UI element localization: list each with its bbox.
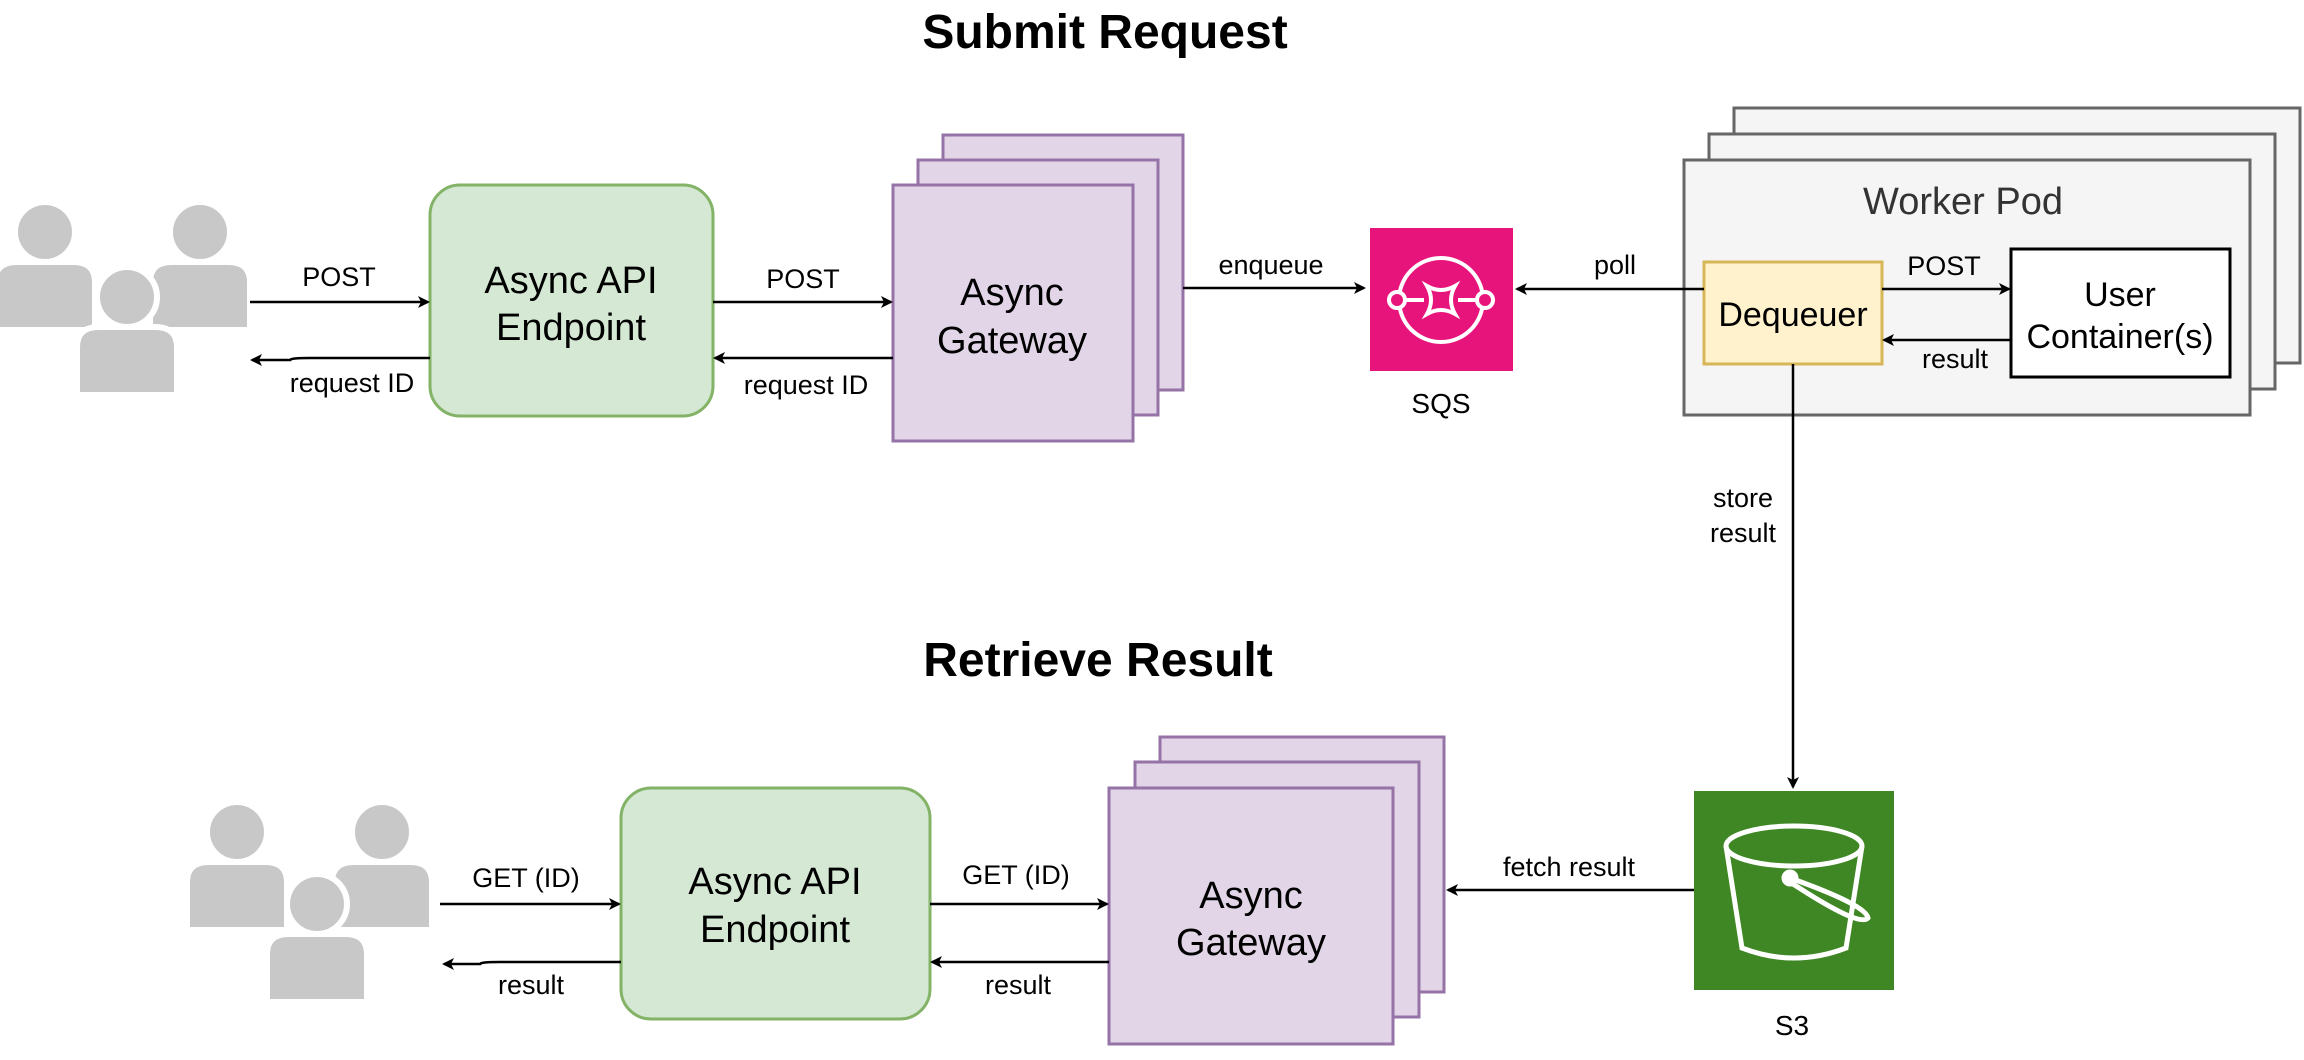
svg-text:store: store — [1713, 483, 1773, 513]
s3-bucket[interactable]: S3 — [1694, 791, 1894, 1041]
endpoint-label-line1: Async API — [688, 861, 861, 903]
users-icon — [0, 202, 250, 395]
edge-users-to-endpoint: POST — [250, 262, 430, 308]
svg-text:fetch result: fetch result — [1503, 852, 1636, 882]
edge-gateway-to-sqs: enqueue — [1183, 250, 1366, 294]
edge-users-to-endpoint: GET (ID) — [440, 863, 621, 910]
sqs-queue[interactable]: SQS — [1370, 228, 1513, 419]
svg-text:poll: poll — [1594, 250, 1636, 280]
svg-text:request ID: request ID — [744, 370, 869, 400]
users-icon — [187, 802, 432, 1002]
user-container-label-line1: User — [2084, 276, 2156, 314]
worker-pod[interactable]: Worker Pod Dequeuer User Container(s) PO… — [1682, 106, 2302, 417]
svg-text:POST: POST — [1907, 251, 1981, 281]
edge-container-to-dequeuer: result — [1882, 334, 2011, 374]
edge-endpoint-to-users: request ID — [250, 354, 430, 398]
async-api-endpoint[interactable]: Async API Endpoint — [619, 786, 932, 1021]
svg-text:GET (ID): GET (ID) — [962, 860, 1070, 890]
user-container-label-line2: Container(s) — [2026, 318, 2213, 356]
gateway-label-line1: Async — [960, 272, 1063, 314]
async-gateway[interactable]: Async Gateway — [1107, 735, 1446, 1046]
s3-bucket-icon — [1723, 823, 1871, 961]
s3-label: S3 — [1775, 1010, 1809, 1041]
edge-endpoint-to-gateway: POST — [713, 264, 893, 308]
dequeuer-label: Dequeuer — [1718, 296, 1867, 334]
edge-gateway-to-endpoint: request ID — [713, 352, 893, 400]
gateway-label-line1: Async — [1199, 875, 1302, 917]
edge-endpoint-to-users: result — [442, 958, 621, 1000]
submit-request-title: Submit Request — [922, 6, 1287, 59]
svg-text:result: result — [498, 970, 565, 1000]
svg-text:result: result — [985, 970, 1052, 1000]
edge-s3-to-gateway: fetch result — [1446, 852, 1694, 896]
user-containers[interactable]: User Container(s) — [2009, 247, 2232, 379]
edge-gateway-to-endpoint: result — [930, 956, 1109, 1000]
edge-dequeuer-to-s3: store result — [1696, 364, 1799, 789]
sqs-label: SQS — [1411, 388, 1470, 419]
svg-text:POST: POST — [302, 262, 376, 292]
async-api-endpoint[interactable]: Async API Endpoint — [428, 183, 715, 418]
endpoint-label-line1: Async API — [484, 260, 657, 302]
gateway-label-line2: Gateway — [937, 320, 1087, 362]
sqs-icon — [1387, 256, 1495, 344]
svg-text:request ID: request ID — [290, 368, 415, 398]
endpoint-label-line2: Endpoint — [700, 909, 850, 951]
dequeuer[interactable]: Dequeuer — [1702, 260, 1884, 366]
svg-text:POST: POST — [766, 264, 840, 294]
async-gateway[interactable]: Async Gateway — [891, 133, 1185, 443]
edge-endpoint-to-gateway: GET (ID) — [930, 860, 1109, 910]
svg-text:result: result — [1710, 518, 1777, 548]
svg-text:GET (ID): GET (ID) — [472, 863, 580, 893]
worker-pod-title: Worker Pod — [1863, 181, 2063, 223]
edge-dequeuer-to-container: POST — [1882, 251, 2011, 295]
edge-dequeuer-to-sqs: poll — [1515, 250, 1704, 295]
gateway-label-line2: Gateway — [1176, 922, 1326, 964]
svg-text:result: result — [1922, 344, 1989, 374]
retrieve-result-title: Retrieve Result — [923, 634, 1272, 687]
svg-text:enqueue: enqueue — [1218, 250, 1323, 280]
endpoint-label-line2: Endpoint — [496, 307, 646, 349]
